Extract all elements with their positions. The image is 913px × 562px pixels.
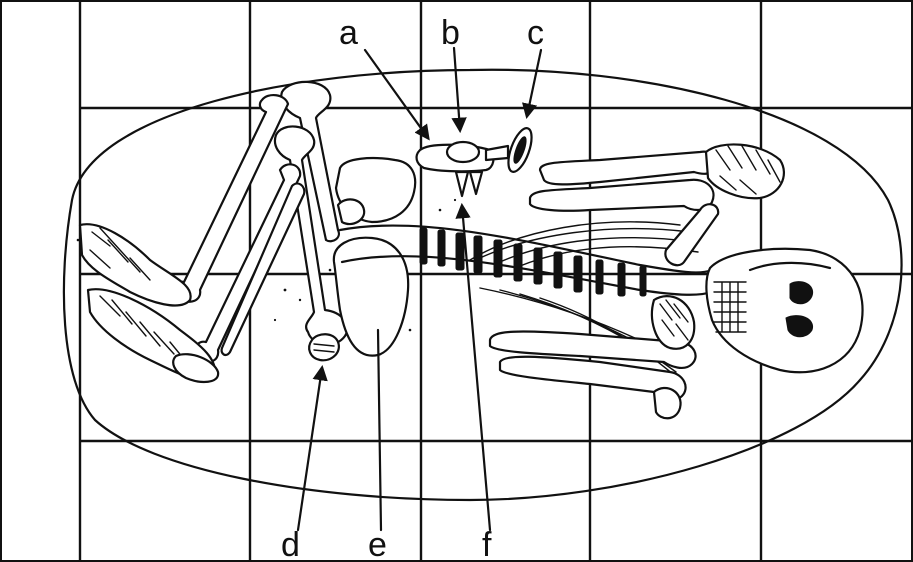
- leader-line-e: [378, 330, 381, 530]
- label-e: e: [368, 526, 387, 562]
- object-a-handle: [486, 146, 508, 160]
- arm-bones: [490, 152, 718, 419]
- object-b-bowl: [447, 142, 479, 162]
- leg-bones: [175, 82, 347, 362]
- clavicle: [665, 204, 718, 265]
- leader-line-b: [454, 48, 460, 130]
- eye-socket-lower: [786, 316, 813, 337]
- label-b: b: [441, 14, 460, 52]
- label-d: d: [281, 526, 300, 562]
- label-a: a: [339, 14, 358, 52]
- leader-line-a: [365, 50, 428, 138]
- skull: [706, 249, 862, 372]
- leader-lines: [298, 48, 541, 530]
- leader-line-c: [527, 50, 541, 116]
- foot-bones: [80, 224, 218, 382]
- elbow-joint: [654, 388, 681, 418]
- femoral-head: [338, 199, 364, 224]
- leader-line-d: [298, 368, 322, 530]
- eye-socket-upper: [790, 282, 813, 304]
- object-d-bead: [309, 334, 339, 360]
- label-c: c: [527, 14, 544, 52]
- object-f-points: [456, 172, 482, 196]
- label-f: f: [482, 526, 492, 562]
- tibia-left: [175, 95, 288, 302]
